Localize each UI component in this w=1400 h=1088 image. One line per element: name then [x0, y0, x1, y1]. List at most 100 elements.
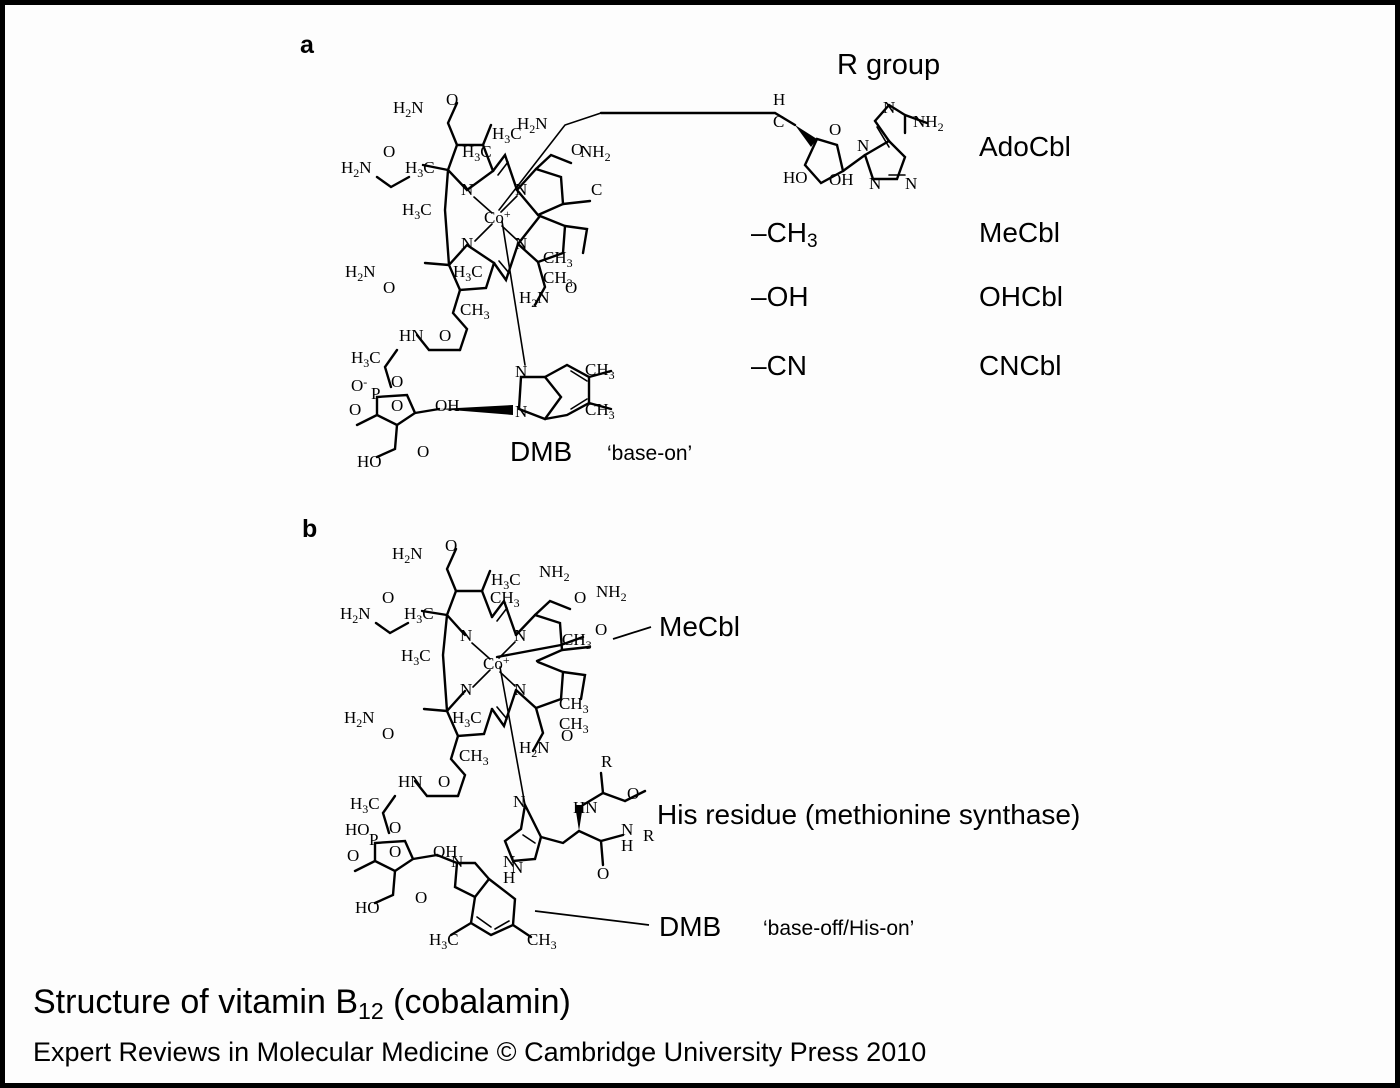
svg-text:OH: OH [829, 170, 854, 189]
svg-text:NH2: NH2 [913, 112, 944, 134]
svg-text:O: O [349, 400, 361, 419]
svg-text:H2N: H2N [345, 262, 376, 284]
svg-text:N: N [905, 174, 917, 193]
svg-text:N: N [461, 180, 473, 199]
svg-text:H3C: H3C [452, 708, 482, 730]
svg-text:H3C: H3C [350, 794, 380, 816]
svg-text:O: O [347, 846, 359, 865]
svg-text:CH3: CH3 [460, 300, 490, 322]
svg-text:N: N [621, 820, 633, 839]
svg-text:CH3: CH3 [585, 360, 615, 382]
svg-text:O: O [417, 442, 429, 461]
svg-text:P: P [369, 830, 378, 849]
svg-text:R: R [601, 752, 613, 771]
svg-text:N: N [883, 98, 895, 117]
figure-title-prefix: Structure of vitamin B [33, 983, 359, 1021]
panel-b-mecbl-label: MeCbl [659, 611, 740, 642]
r-group-name-adocbl: AdoCbl [979, 131, 1071, 162]
svg-text:O-: O- [351, 375, 367, 395]
svg-text:O: O [389, 818, 401, 837]
svg-text:N: N [451, 852, 463, 871]
svg-text:HN: HN [573, 798, 598, 817]
svg-text:O: O [391, 372, 403, 391]
svg-text:OH: OH [433, 842, 458, 861]
svg-text:H: H [503, 868, 515, 887]
corrin-ring-b [353, 547, 647, 939]
svg-text:HO: HO [355, 898, 380, 917]
panel-a-base-state: ‘base-on’ [607, 442, 693, 465]
figure-title-subscript: 12 [358, 997, 384, 1024]
svg-text:H: H [773, 90, 785, 109]
svg-text:R: R [643, 826, 655, 845]
panel-b-base-state: ‘base-off/His-on’ [763, 917, 915, 940]
svg-text:NH2: NH2 [539, 562, 570, 584]
svg-text:H2N: H2N [341, 158, 372, 180]
svg-text:H2N: H2N [517, 114, 548, 136]
panel-b-leader-lines [534, 626, 652, 926]
svg-text:O: O [571, 140, 583, 159]
svg-text:N: N [515, 402, 527, 421]
svg-text:N: N [511, 858, 523, 877]
svg-text:C: C [591, 180, 602, 199]
svg-text:O: O [439, 326, 451, 345]
svg-text:HO: HO [345, 820, 370, 839]
r-group-formula-3: –CN [751, 350, 808, 381]
r-group-name-ohcbl: OHCbl [979, 281, 1064, 312]
svg-text:CH3: CH3 [459, 746, 489, 768]
leader-dmb [534, 910, 650, 926]
svg-text:H2N: H2N [392, 544, 423, 566]
svg-text:HO: HO [357, 452, 382, 471]
figure-credit: Expert Reviews in Molecular Medicine © C… [33, 1037, 927, 1067]
panel-a-label: a [300, 31, 314, 59]
svg-text:CH3: CH3 [562, 630, 592, 652]
svg-text:NH2: NH2 [580, 142, 611, 164]
svg-text:N: N [460, 626, 472, 645]
svg-text:N: N [515, 234, 527, 253]
r-group-formula-1: –CH3 [751, 217, 818, 252]
svg-text:O: O [382, 724, 394, 743]
panel-a-atom-labels: H2N O H2N O H3C H3C H3C H3C H2N O NH2 C … [341, 90, 944, 471]
svg-text:O: O [438, 772, 450, 791]
svg-text:N: N [515, 362, 527, 381]
svg-text:H2N: H2N [344, 708, 375, 730]
svg-text:O: O [446, 90, 458, 109]
svg-text:H: H [621, 836, 633, 855]
svg-text:H3C: H3C [351, 348, 381, 370]
svg-text:O: O [383, 278, 395, 297]
svg-text:CH3: CH3 [559, 694, 589, 716]
panel-b-dmb-label: DMB [659, 911, 722, 942]
svg-text:CH3: CH3 [543, 248, 573, 270]
r-group-heading: R group [837, 49, 941, 81]
svg-text:O: O [415, 888, 427, 907]
svg-text:HN: HN [399, 326, 424, 345]
figure-title: Structure of vitamin B12 (cobalamin) [33, 983, 571, 1025]
svg-text:N: N [503, 852, 515, 871]
svg-text:H3C: H3C [401, 646, 431, 668]
svg-text:Co+: Co+ [484, 207, 511, 227]
svg-text:H2N: H2N [393, 98, 424, 120]
svg-text:N: N [460, 680, 472, 699]
svg-text:HN: HN [398, 772, 423, 791]
svg-text:CH3: CH3 [490, 588, 520, 610]
svg-text:N: N [514, 680, 526, 699]
svg-text:H2N: H2N [519, 288, 550, 310]
panel-a-dmb-label: DMB [510, 436, 573, 467]
svg-text:O: O [829, 120, 841, 139]
svg-text:N: N [514, 626, 526, 645]
svg-text:N: N [515, 180, 527, 199]
svg-text:H3C: H3C [429, 930, 459, 952]
svg-text:OH: OH [435, 396, 460, 415]
svg-text:H3C: H3C [492, 124, 522, 146]
svg-text:HO: HO [783, 168, 808, 187]
svg-text:CH3: CH3 [559, 714, 589, 736]
panel-b-label: b [302, 515, 318, 543]
svg-text:N: N [857, 136, 869, 155]
svg-text:O: O [597, 864, 609, 883]
svg-text:H3C: H3C [405, 158, 435, 180]
svg-text:O: O [445, 536, 457, 555]
r-group-formula-2: –OH [751, 281, 809, 312]
svg-text:O: O [389, 842, 401, 861]
svg-text:H3C: H3C [453, 262, 483, 284]
svg-text:O: O [565, 278, 577, 297]
